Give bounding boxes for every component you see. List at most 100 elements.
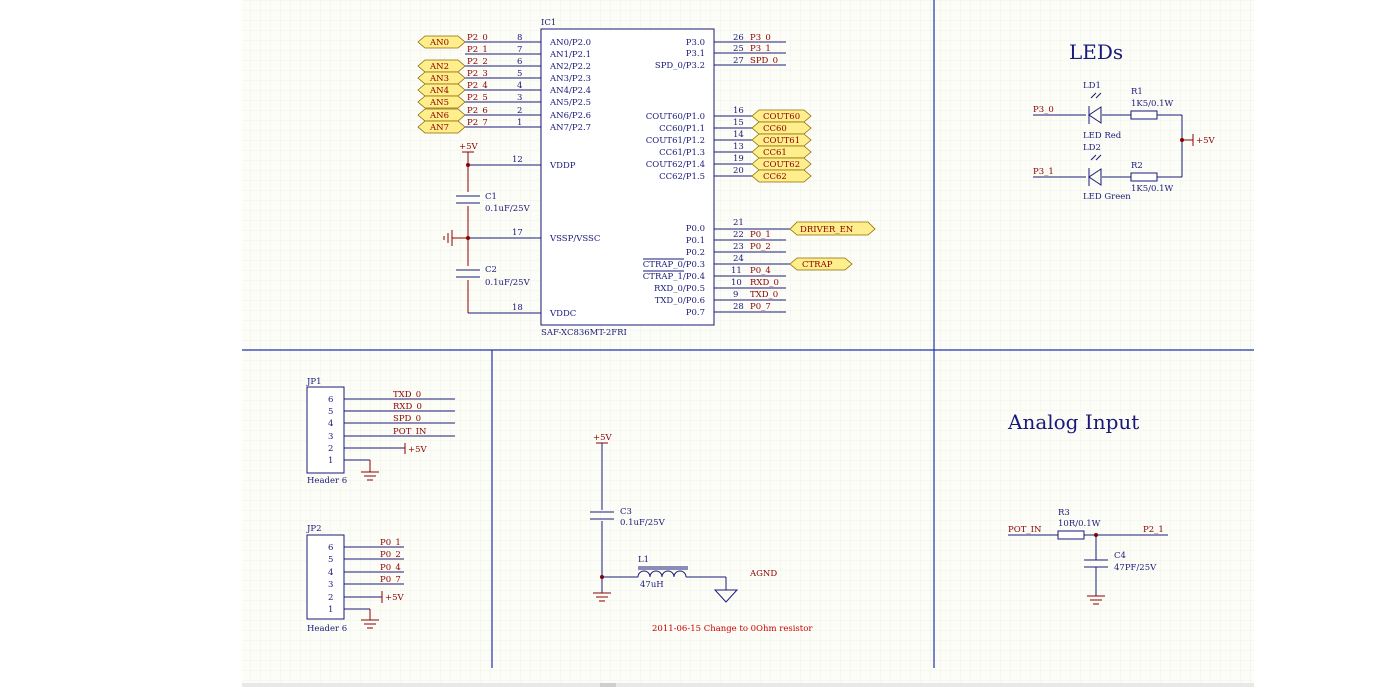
port-cc60[interactable]: CC60	[751, 121, 812, 135]
jp2-body[interactable]	[306, 534, 345, 620]
pin-num: 3	[517, 93, 522, 103]
pin-name: P0.2	[686, 248, 705, 258]
pin-num: 14	[733, 130, 744, 140]
port-an4[interactable]: AN4	[417, 83, 466, 97]
horizontal-scrollbar[interactable]	[242, 683, 1254, 687]
analog-circuit: POT_IN P2_1 R3 10R/0.1W C4 47PF/25V	[1008, 508, 1168, 605]
pin-num: 5	[517, 69, 522, 79]
jp1-body[interactable]	[306, 386, 345, 474]
net-label: P2_0	[467, 33, 488, 43]
leds-title: LEDs	[1069, 40, 1123, 64]
pin-num: 25	[733, 44, 744, 54]
ic1-part: SAF-XC836MT-2FRI	[541, 328, 627, 338]
pin-num: 8	[517, 33, 522, 43]
r3-value: 10R/0.1W	[1058, 519, 1101, 529]
pin-num: 5	[328, 555, 333, 565]
net-label: P2_4	[467, 81, 488, 91]
pin-name: AN0/P2.0	[549, 38, 591, 48]
section-dividers	[242, 0, 1254, 668]
net-label: P0_4	[380, 563, 401, 573]
port-cc62[interactable]: CC62	[751, 169, 812, 183]
pin-num: 2	[328, 444, 333, 454]
revision-note: 2011-06-15 Change to 0Ohm resistor	[652, 624, 813, 634]
net-label: POT_IN	[393, 427, 427, 437]
svg-text:AN4: AN4	[429, 86, 449, 96]
analog-ports: AN0 AN2 AN3 AN4 AN5 AN6 AN7	[417, 35, 466, 134]
port-an3[interactable]: AN3	[417, 71, 466, 85]
c2-ref: C2	[485, 265, 497, 275]
port-an7[interactable]: AN7	[417, 120, 466, 134]
scrollbar-thumb[interactable]	[600, 683, 616, 687]
vcc-label: +5V	[385, 593, 405, 603]
jp1-type: Header 6	[307, 476, 347, 486]
port-an5[interactable]: AN5	[417, 95, 466, 109]
pin-name: P0.0	[686, 224, 705, 234]
r3-ref: R3	[1058, 508, 1070, 518]
net-label: P0_7	[750, 302, 771, 312]
svg-text:AN6: AN6	[429, 111, 449, 121]
r2-resistor[interactable]	[1130, 172, 1158, 182]
r1-value: 1K5/0.1W	[1131, 99, 1174, 109]
net-label: TXD_0	[750, 290, 778, 300]
analog-title: Analog Input	[1007, 410, 1139, 434]
svg-text:AN2: AN2	[429, 62, 449, 72]
pin-num: 4	[328, 568, 333, 578]
c4-ref: C4	[1114, 551, 1126, 561]
pin-name: AN5/P2.5	[549, 98, 591, 108]
ld1-diode[interactable]	[1088, 92, 1102, 124]
pin-num: 18	[512, 303, 523, 313]
pin-num: 17	[512, 228, 523, 238]
r3-resistor[interactable]	[1057, 530, 1085, 540]
led-circuit: +5V P3_0 P3_1 LD1 LED Red R1 1K5/0.1W LD…	[1033, 81, 1216, 202]
svg-text:AN7: AN7	[429, 123, 449, 133]
pin-num: 6	[328, 543, 333, 553]
pin-num: 10	[731, 278, 742, 288]
c3-value: 0.1uF/25V	[620, 518, 666, 528]
ld2-diode[interactable]	[1088, 154, 1102, 186]
port-cout60[interactable]: COUT60	[751, 109, 812, 123]
jp2-header: JP2 Header 6 6 5 4 3 2 1 P0_1 P0_2 P0_4 …	[306, 524, 405, 634]
net-label: P2_5	[467, 93, 488, 103]
port-ctrap[interactable]: CTRAP	[789, 257, 853, 271]
port-driver-en[interactable]: DRIVER_EN	[789, 221, 876, 236]
c1-value: 0.1uF/25V	[485, 204, 531, 214]
svg-text:CC62: CC62	[763, 172, 787, 182]
net-label: P3_1	[750, 44, 771, 54]
net-label: P0_1	[380, 538, 401, 548]
ld1-net: P3_0	[1033, 105, 1054, 115]
svg-text:CTRAP: CTRAP	[802, 260, 833, 270]
net-label: SPD_0	[393, 414, 421, 424]
r1-resistor[interactable]	[1130, 110, 1158, 120]
port-an6[interactable]: AN6	[417, 108, 466, 122]
ic1-p3-pins: 26 25 27 P3.0 P3.1 SPD_0/P3.2 P3_0 P3_1 …	[655, 33, 786, 71]
ld1-ref: LD1	[1083, 81, 1101, 91]
pin-name: AN3/P2.3	[549, 74, 591, 84]
net-label: RXD_0	[393, 402, 422, 412]
pin-name: AN1/P2.1	[549, 50, 591, 60]
port-an2[interactable]: AN2	[417, 59, 466, 73]
net-label: P2_1	[467, 45, 488, 55]
pin-name: VDDP	[549, 161, 576, 171]
pin-num: 19	[733, 154, 744, 164]
ld2-value: LED Green	[1083, 192, 1131, 202]
pin-name: P0.1	[686, 236, 705, 246]
pin-name: CTRAP_1/P0.4	[643, 272, 705, 282]
port-cc61[interactable]: CC61	[751, 145, 812, 159]
net-label: P2_7	[467, 118, 488, 128]
l1-inductor[interactable]	[637, 566, 688, 578]
ic1-p0-pins: 21 22 23 24 11 10 9 28 P0.0 P0.1 P0.2 CT…	[643, 218, 876, 318]
pin-num: 23	[733, 242, 744, 252]
port-cout62[interactable]: COUT62	[751, 157, 812, 171]
ic1-symbol[interactable]: IC1 SAF-XC836MT-2FRI	[540, 18, 715, 338]
c4-value: 47PF/25V	[1114, 563, 1157, 573]
pin-num: 13	[733, 142, 744, 152]
pin-num: 12	[512, 155, 523, 165]
vcc-label: +5V	[408, 445, 428, 455]
pin-name: SPD_0/P3.2	[655, 61, 705, 71]
port-cout61[interactable]: COUT61	[751, 133, 812, 147]
ground-icon	[361, 460, 379, 481]
filter-circuit: +5V C3 0.1uF/25V L1 47uH AGND 2011-06-15…	[590, 433, 813, 634]
pin-num: 2	[328, 593, 333, 603]
port-an0[interactable]: AN0	[417, 35, 466, 49]
net-label: P2_6	[467, 106, 488, 116]
